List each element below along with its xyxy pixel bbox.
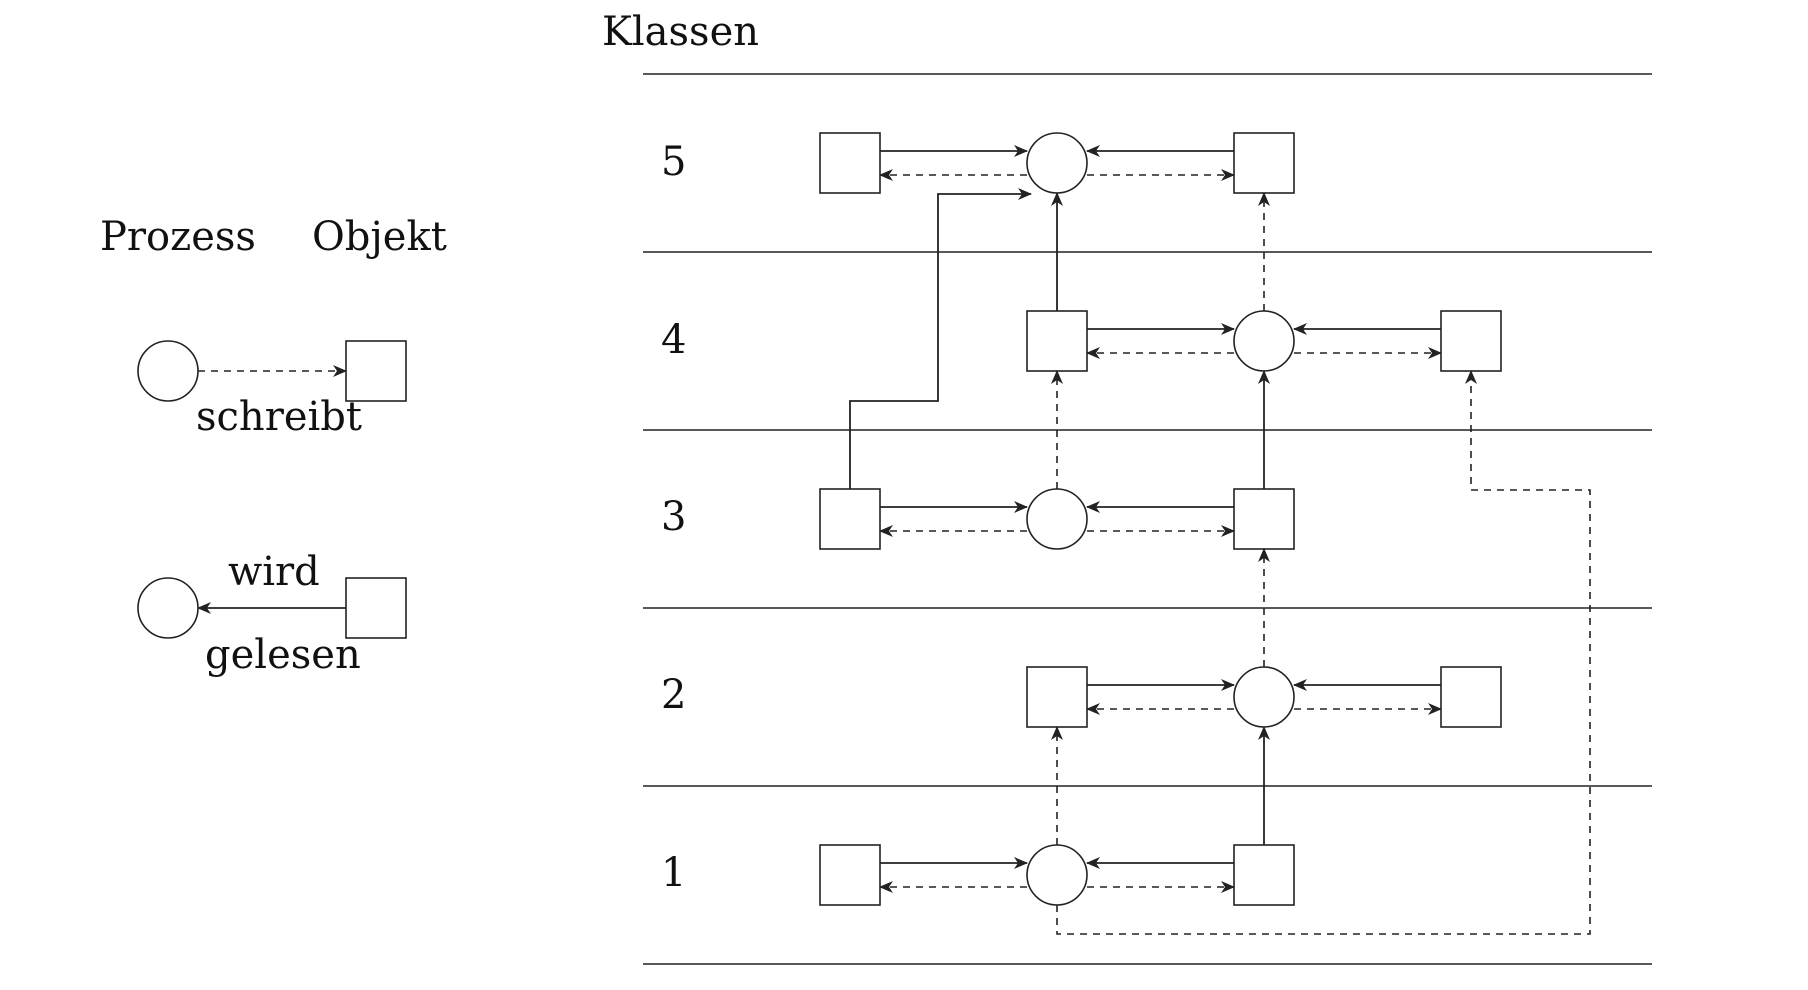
legend: Prozess Objekt schreibt wird gelesen xyxy=(100,214,447,678)
cross-class-connections xyxy=(849,188,1591,935)
process-circle-icon xyxy=(1026,844,1088,906)
class-1-group xyxy=(819,844,1295,906)
class-5-group xyxy=(819,132,1295,194)
object-square-icon xyxy=(819,132,881,194)
class-4-group xyxy=(1026,310,1502,372)
legend-object-label: Objekt xyxy=(312,214,447,260)
legend-process-circle-icon xyxy=(137,340,199,402)
class-label-1: 1 xyxy=(661,850,686,896)
class-separators xyxy=(643,73,1652,965)
process-circle-icon xyxy=(1026,488,1088,550)
class-2-group xyxy=(1026,666,1502,728)
write-arrow xyxy=(1056,370,1591,935)
class-label-5: 5 xyxy=(661,139,686,185)
class-3-group xyxy=(819,488,1295,550)
legend-object-square-icon xyxy=(345,340,407,402)
object-square-icon xyxy=(1440,666,1502,728)
class-label-3: 3 xyxy=(661,494,686,540)
object-square-icon xyxy=(1233,488,1295,550)
object-square-icon xyxy=(819,488,881,550)
legend-process-label: Prozess xyxy=(100,214,256,260)
legend-read-label-bottom: gelesen xyxy=(205,632,361,678)
class-label-2: 2 xyxy=(661,672,686,718)
class-label-4: 4 xyxy=(661,317,686,363)
object-square-icon xyxy=(1026,666,1088,728)
process-circle-icon xyxy=(1233,666,1295,728)
object-square-icon xyxy=(819,844,881,906)
process-circle-icon xyxy=(1026,132,1088,194)
legend-read-label-top: wird xyxy=(228,549,320,595)
diagram-title: Klassen xyxy=(602,9,759,55)
read-arrow xyxy=(849,188,1032,489)
legend-writes-label: schreibt xyxy=(196,394,362,440)
legend-object-square-icon-2 xyxy=(345,577,407,639)
object-square-icon xyxy=(1233,844,1295,906)
process-circle-icon xyxy=(1233,310,1295,372)
class-labels: 5 4 3 2 1 xyxy=(661,139,686,896)
legend-process-circle-icon-2 xyxy=(137,577,199,639)
object-square-icon xyxy=(1026,310,1088,372)
object-square-icon xyxy=(1440,310,1502,372)
object-square-icon xyxy=(1233,132,1295,194)
